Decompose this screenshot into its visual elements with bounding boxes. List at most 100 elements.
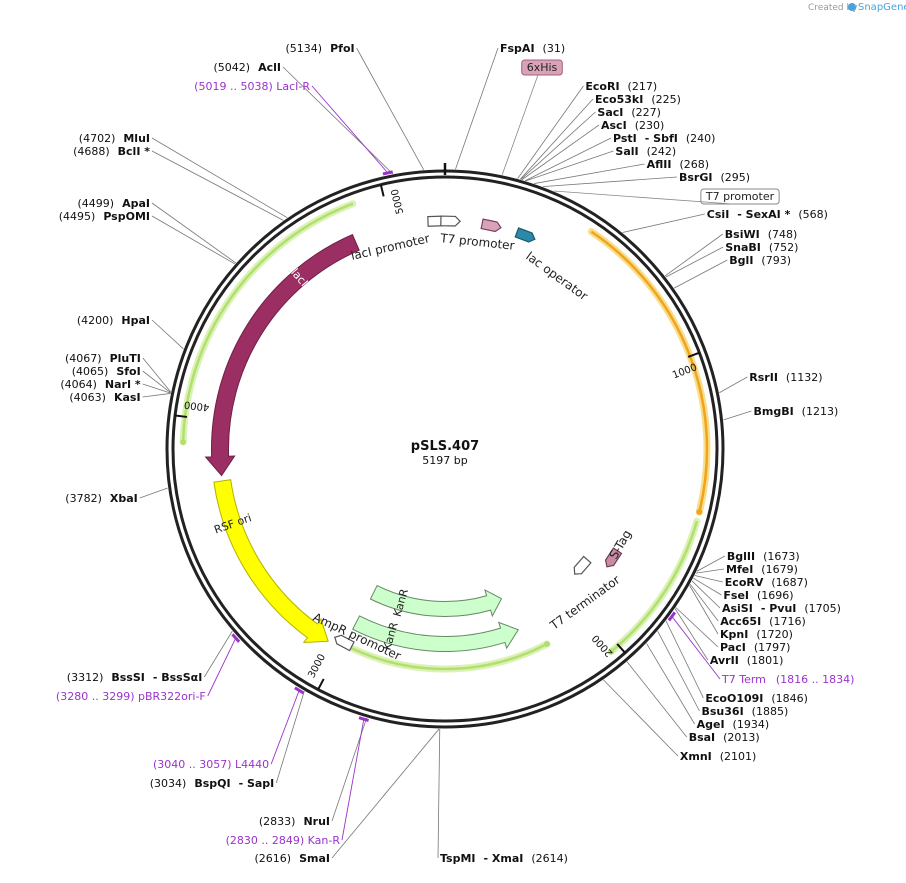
enzyme-line-aflii: [534, 163, 645, 184]
enzyme-label-snabi: SnaBI(752): [725, 241, 798, 254]
tick-label-2000: 2000: [590, 632, 615, 658]
enzyme-name-mlui: MluI: [123, 132, 150, 145]
enzyme-sali: SalI(242): [525, 145, 676, 182]
enzyme-psti: PstI- SbfI(240): [524, 132, 716, 182]
green-arc-right: [610, 520, 699, 653]
enzyme-name-bglii: BglII: [727, 550, 755, 563]
enzyme-line-bglii: [696, 555, 726, 572]
enzyme-line-sfoi: [142, 370, 171, 394]
enzyme-name-paci: PacI: [720, 641, 746, 654]
feature-label-laci-promoter: lacI promoter: [350, 231, 431, 263]
green-arc-bottom-head: [543, 640, 550, 647]
enzyme-line-sali: [525, 150, 614, 182]
enzyme-name-fspai: FspAI: [500, 42, 535, 55]
enzyme-line-bsrgi: [542, 176, 678, 188]
enzyme-label-bcli: (4688)BclI *: [73, 145, 150, 158]
enzyme-label-fspai: FspAI(31): [500, 42, 565, 55]
enzyme-fsei: FseI(1696): [693, 577, 794, 602]
boxed-frame-t7promoter-box: [700, 188, 780, 205]
primer-kan-r: (2830 .. 2849) Kan-R: [226, 716, 370, 847]
enzyme-name-agei: AgeI: [697, 718, 725, 731]
credit: Created by SnapGene: [808, 2, 906, 13]
primer-name-kan-r: (2830 .. 2849) Kan-R: [226, 834, 341, 847]
enzyme-pos-mlui: (4702): [79, 132, 116, 145]
enzyme-pos-fsei: (1696): [757, 589, 794, 602]
enzyme-line-psti: [524, 137, 612, 182]
enzyme-pos-rsrii: (1132): [786, 371, 823, 384]
backbone-inner: [171, 175, 719, 723]
enzyme-label-saci: SacI(227): [597, 106, 661, 119]
enzyme-pos-psti: (240): [686, 132, 716, 145]
enzyme-mfei: MfeI(1679): [695, 563, 798, 576]
enzyme-extra-psti: - SbfI: [645, 132, 678, 145]
primer-name-pbr322ori-f: (3280 .. 3299) pBR322ori-F: [56, 690, 206, 703]
enzyme-pos-xmni: (2101): [720, 750, 757, 763]
enzyme-extra-bspqi: - SapI: [239, 777, 275, 790]
enzyme-line-pspomi: [151, 215, 236, 265]
enzyme-pos-ecori: (217): [628, 80, 658, 93]
enzyme-name-nari: NarI *: [105, 378, 141, 391]
enzyme-kpni: KpnI(1720): [689, 585, 793, 641]
enzyme-label-eco53ki: Eco53kI(225): [595, 93, 681, 106]
enzyme-name-bsssi: BssSI: [111, 671, 145, 684]
enzyme-pos-kasi: (4063): [69, 391, 106, 404]
enzyme-label-bmgbi: BmgBI(1213): [753, 405, 838, 418]
enzyme-name-bgli: BglI: [729, 254, 753, 267]
enzyme-name-tspmi: TspMI: [440, 852, 476, 865]
enzyme-label-acli: (5042)AclI: [214, 61, 281, 74]
enzyme-label-asci: AscI(230): [601, 119, 664, 132]
enzyme-pos-sfoi: (4065): [72, 365, 109, 378]
feature-s-tag: [604, 547, 623, 568]
enzyme-pos-bspqi: (3034): [150, 777, 187, 790]
boxed-t7promoter-box: T7 promoter: [553, 188, 780, 205]
enzyme-label-ecorv: EcoRV(1687): [725, 576, 808, 589]
feature-kanr-2: [352, 615, 519, 652]
enzyme-line-ecorv: [694, 575, 723, 583]
enzyme-extra-bsssi: - BssSαI: [153, 671, 202, 684]
enzyme-name-bsiwi: BsiWI: [725, 228, 760, 241]
green-arc-left-head: [180, 438, 187, 445]
enzyme-pos-eco0109i: (1846): [771, 692, 808, 705]
enzyme-pos-acli: (5042): [214, 61, 251, 74]
feature-rsf-ori: [213, 479, 329, 644]
enzyme-line-kpni: [689, 585, 719, 635]
enzyme-label-tspmi: TspMI- XmaI(2614): [440, 852, 568, 865]
enzyme-label-agei: AgeI(1934): [697, 718, 770, 731]
enzyme-pos-bsrgi: (295): [720, 171, 750, 184]
feature-lac-operator: [514, 227, 536, 243]
enzyme-label-kasi: (4063)KasI: [69, 391, 140, 404]
enzyme-label-aflii: AflII(268): [647, 158, 709, 171]
enzyme-name-asisi: AsiSI: [722, 602, 753, 615]
enzyme-fspai: FspAI(31): [455, 42, 565, 170]
enzyme-pos-asisi: (1705): [804, 602, 841, 615]
feature-kanr-1: [369, 584, 503, 618]
enzyme-line-csii: [622, 213, 705, 233]
feature-t7-promoter: [440, 215, 461, 227]
enzyme-name-saci: SacI: [597, 106, 623, 119]
enzyme-pos-ecorv: (1687): [771, 576, 808, 589]
enzyme-name-pluti: PluTI: [110, 352, 141, 365]
enzyme-name-hpai: HpaI: [121, 314, 150, 327]
enzyme-label-acc65i: Acc65I(1716): [720, 615, 806, 628]
enzyme-xmni: XmnI(2101): [603, 679, 757, 763]
feature-his-tag: [480, 218, 502, 233]
enzyme-line-tspmi: [437, 728, 441, 859]
credit-prefix: Created by: [808, 3, 858, 13]
enzyme-bsrgi: BsrGI(295): [542, 171, 750, 188]
enzyme-label-kpni: KpnI(1720): [720, 628, 793, 641]
highlight-arcs: [179, 200, 711, 673]
enzyme-line-xbai: [139, 487, 168, 499]
enzyme-pos-acc65i: (1716): [769, 615, 806, 628]
enzyme-line-bsu36i: [657, 630, 700, 712]
enzyme-pos-aflii: (268): [679, 158, 709, 171]
enzyme-pos-mfei: (1679): [761, 563, 798, 576]
enzyme-line-xmni: [603, 679, 679, 757]
enzyme-csii: CsiI- SexAI *(568): [622, 208, 828, 233]
feature-label-t7-promoter: T7 promoter: [439, 231, 516, 253]
enzyme-bgli: BglI(793): [673, 254, 791, 289]
enzyme-line-acli: [282, 66, 394, 175]
enzyme-pos-xbai: (3782): [65, 492, 102, 505]
feature-label-t7-terminator: T7 terminator: [547, 573, 623, 633]
enzyme-paci: PacI(1797): [675, 607, 790, 654]
